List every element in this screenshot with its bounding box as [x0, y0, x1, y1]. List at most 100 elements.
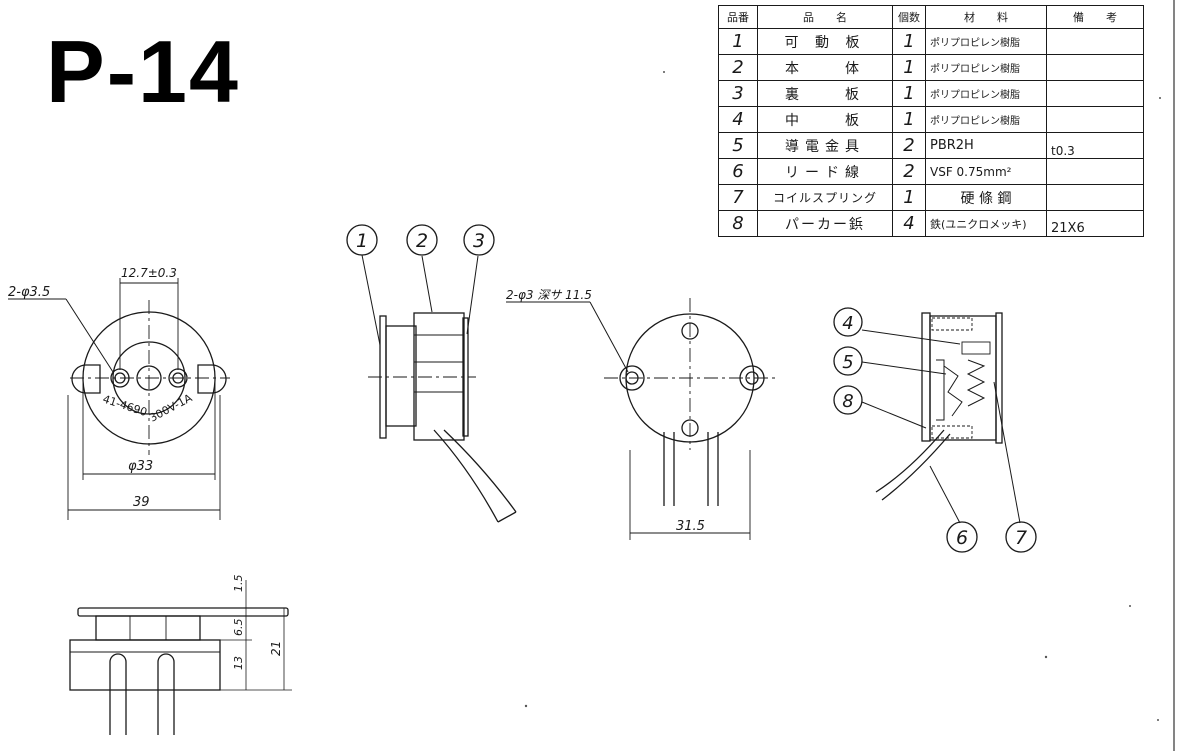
bottom-body	[69, 639, 221, 691]
front-callout-leader	[65, 298, 114, 373]
table-row: 2 本 体 1 ポリプロピレン樹脂	[718, 54, 1144, 81]
table-row: 8 パーカー鋲 4 鉄(ユニクロメッキ) 21X6	[718, 210, 1144, 237]
section-rivet-top	[931, 317, 973, 331]
balloon-6-leader	[929, 465, 961, 524]
front-dia-label: φ33	[128, 459, 153, 474]
table-row: 3 裏 板 1 ポリプロピレン樹脂	[718, 80, 1144, 107]
balloon-5	[833, 346, 863, 376]
cell-name: 可 動 板	[757, 28, 893, 55]
rear-callout-leader	[589, 301, 629, 373]
front-view	[8, 278, 230, 520]
header-qty: 個数	[892, 5, 926, 29]
header-remarks: 備 考	[1046, 5, 1144, 29]
front-marking-text: 41-4690	[101, 392, 149, 419]
front-hole-callout: 2-φ3.5	[8, 285, 50, 300]
cell-material: VSF 0.75mm²	[925, 158, 1047, 185]
balloon-1	[346, 224, 378, 256]
cell-name: リード線	[757, 158, 893, 185]
header-part-name: 品 名	[757, 5, 893, 29]
bottom-view	[69, 580, 292, 735]
cell-qty: 1	[892, 184, 926, 211]
scan-speck	[1129, 605, 1131, 607]
scan-speck	[1159, 97, 1161, 99]
balloon-3-leader	[466, 255, 479, 335]
cell-name: 中 板	[757, 106, 893, 133]
cell-name: コイルスプリング	[757, 184, 893, 211]
rear-hole-callout: 2-φ3 深サ 11.5	[506, 288, 592, 302]
side-lead-wire-a	[433, 429, 499, 523]
rear-lead-dim-label: 31.5	[676, 519, 705, 534]
section-contact	[943, 365, 963, 417]
rear-view	[506, 298, 776, 540]
cell-no: 1	[718, 28, 758, 55]
section-middle-plate	[961, 341, 991, 355]
section-body	[929, 315, 997, 441]
balloon-6-label: 6	[956, 527, 968, 549]
balloon-3-label: 3	[473, 230, 485, 252]
section-lead-b	[881, 433, 951, 501]
section-lead-a	[875, 429, 945, 493]
balloon-4-leader	[861, 329, 961, 345]
table-row: 7 コイルスプリング 1 硬 條 鋼	[718, 184, 1144, 211]
balloon-3	[463, 224, 495, 256]
bottom-dim-3: 13	[232, 656, 245, 670]
cell-name: 導電金具	[757, 132, 893, 159]
bottom-pin-left-a	[109, 653, 127, 735]
balloon-8	[833, 385, 863, 415]
cell-qty: 1	[892, 28, 926, 55]
cell-name: パーカー鋲	[757, 210, 893, 237]
scan-speck	[663, 71, 665, 73]
parts-table-header: 品番 品 名 個数 材 料 備 考	[718, 5, 1144, 29]
table-row: 5 導電金具 2 PBR2H t0.3	[718, 132, 1144, 159]
front-rating-text: 300V-1A	[147, 391, 194, 424]
cell-remarks	[1046, 54, 1144, 81]
section-view	[833, 307, 1037, 553]
cell-remarks	[1046, 106, 1144, 133]
parts-table: 品番 品 名 個数 材 料 備 考 1 可 動 板 1 ポリプロピレン樹脂 2 …	[718, 5, 1144, 237]
section-left-plate	[921, 312, 931, 442]
drawing-title: P-14	[46, 22, 240, 121]
balloon-2	[406, 224, 438, 256]
cell-qty: 1	[892, 54, 926, 81]
cell-name: 本 体	[757, 54, 893, 81]
balloon-7-leader	[993, 381, 1021, 524]
rear-boss-left	[619, 365, 645, 391]
side-lead-wire-b	[443, 429, 517, 513]
cell-remarks	[1046, 158, 1144, 185]
balloon-1-leader	[361, 254, 381, 346]
cell-material: 硬 條 鋼	[925, 184, 1047, 211]
cell-qty: 2	[892, 158, 926, 185]
side-lead-end	[497, 511, 517, 523]
bottom-dim-1: 1.5	[232, 575, 245, 593]
cell-no: 3	[718, 80, 758, 107]
table-row: 6 リード線 2 VSF 0.75mm²	[718, 158, 1144, 185]
bottom-neck	[95, 615, 201, 641]
cell-material: 鉄(ユニクロメッキ)	[925, 210, 1047, 237]
cell-qty: 1	[892, 106, 926, 133]
balloon-4-label: 4	[842, 313, 853, 334]
cell-remarks	[1046, 28, 1144, 55]
cell-no: 8	[718, 210, 758, 237]
scan-speck	[1157, 719, 1159, 721]
balloon-8-label: 8	[842, 391, 853, 412]
cell-remarks	[1046, 184, 1144, 211]
cell-material: ポリプロピレン樹脂	[925, 28, 1047, 55]
balloon-8-leader	[861, 401, 927, 429]
cell-remarks: 21X6	[1046, 210, 1144, 237]
bottom-pin-right-a	[157, 653, 175, 735]
balloon-7	[1005, 521, 1037, 553]
cell-no: 2	[718, 54, 758, 81]
cell-name: 裏 板	[757, 80, 893, 107]
table-row: 1 可 動 板 1 ポリプロピレン樹脂	[718, 28, 1144, 55]
balloon-7-label: 7	[1015, 527, 1027, 549]
section-spring	[966, 359, 986, 407]
front-center-hole	[136, 365, 162, 391]
cell-material: ポリプロピレン樹脂	[925, 80, 1047, 107]
section-rivet-bottom	[931, 425, 973, 439]
balloon-1-label: 1	[356, 230, 368, 252]
cell-no: 5	[718, 132, 758, 159]
front-right-ear	[197, 364, 227, 394]
front-width-label: 39	[133, 495, 150, 510]
front-left-ear	[71, 364, 101, 394]
table-row: 4 中 板 1 ポリプロピレン樹脂	[718, 106, 1144, 133]
